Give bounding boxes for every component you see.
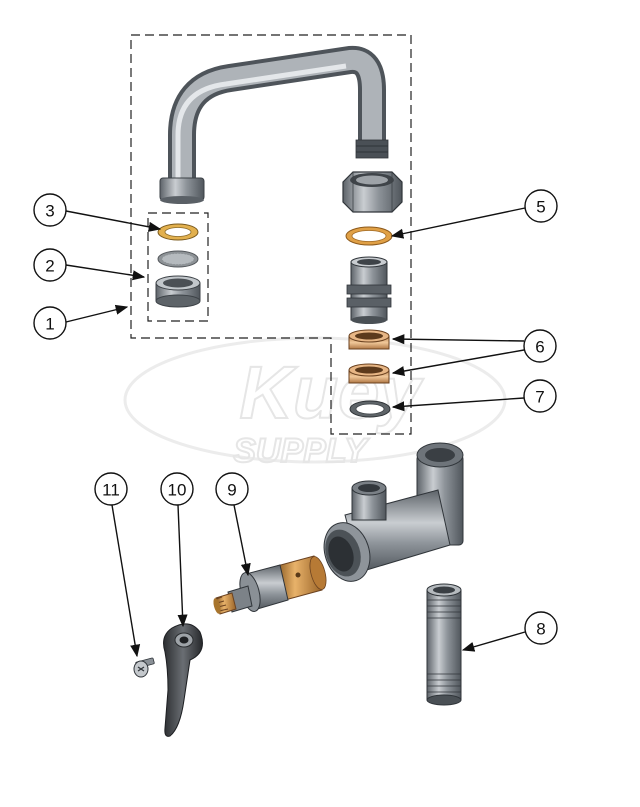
- callout-7-label: 7: [535, 388, 544, 407]
- callout-5-label: 5: [536, 198, 545, 217]
- leader-8: [461, 631, 526, 652]
- callout-6: 6: [523, 329, 557, 363]
- callout-7: 7: [523, 379, 557, 413]
- supply-nipple: [426, 583, 462, 706]
- leader-6a: [391, 334, 525, 345]
- callout-1: 1: [33, 306, 67, 340]
- lever-handle: [163, 623, 203, 737]
- handle-screw: [133, 657, 155, 678]
- callout-6-label: 6: [535, 338, 544, 357]
- seal-washer: [349, 400, 391, 418]
- callout-5: 5: [524, 189, 558, 223]
- leader-10: [177, 504, 188, 628]
- leader-9: [233, 504, 251, 577]
- callout-9-label: 9: [227, 481, 236, 500]
- callout-2-label: 2: [45, 257, 54, 276]
- leader-3: [65, 210, 162, 232]
- leader-5: [390, 207, 526, 239]
- aerator-housing: [155, 275, 201, 308]
- spout-adapter: [346, 256, 392, 324]
- callout-11: 11: [94, 472, 128, 506]
- callout-2: 2: [33, 248, 67, 282]
- aerator-screen: [157, 250, 199, 268]
- callout-10-label: 10: [168, 481, 187, 500]
- leader-1: [65, 304, 129, 323]
- valve-cartridge: [213, 555, 327, 615]
- leader-6b: [391, 349, 525, 377]
- callout-11-label: 11: [102, 481, 120, 500]
- leader-11: [111, 504, 141, 658]
- aerator-assembly-outline: [147, 212, 209, 322]
- spout-tube: [159, 45, 389, 204]
- leader-2: [65, 264, 146, 281]
- o-ring-upper: [348, 329, 390, 350]
- watermark: Kuey SUPPLY: [123, 336, 507, 471]
- leader-7: [391, 397, 525, 412]
- watermark-line2: SUPPLY: [233, 432, 370, 470]
- assembly-outlines: [130, 34, 412, 435]
- callout-8: 8: [524, 611, 558, 645]
- watermark-line1: Kuey: [240, 351, 425, 434]
- callout-10: 10: [160, 472, 194, 506]
- spout-nut: [342, 171, 403, 213]
- aerator-washer: [157, 223, 199, 241]
- o-ring-lower: [348, 363, 390, 384]
- callout-8-label: 8: [536, 620, 545, 639]
- callout-9: 9: [215, 472, 249, 506]
- spout-gasket: [345, 226, 393, 246]
- spout-assembly-outline: [130, 34, 412, 435]
- callouts: 1 2 3 5 6 7 8 9: [33, 189, 558, 645]
- callout-3: 3: [33, 193, 67, 227]
- faucet-body: [323, 442, 464, 582]
- callout-3-label: 3: [45, 202, 54, 221]
- leader-lines: [65, 207, 526, 658]
- callout-1-label: 1: [45, 315, 54, 334]
